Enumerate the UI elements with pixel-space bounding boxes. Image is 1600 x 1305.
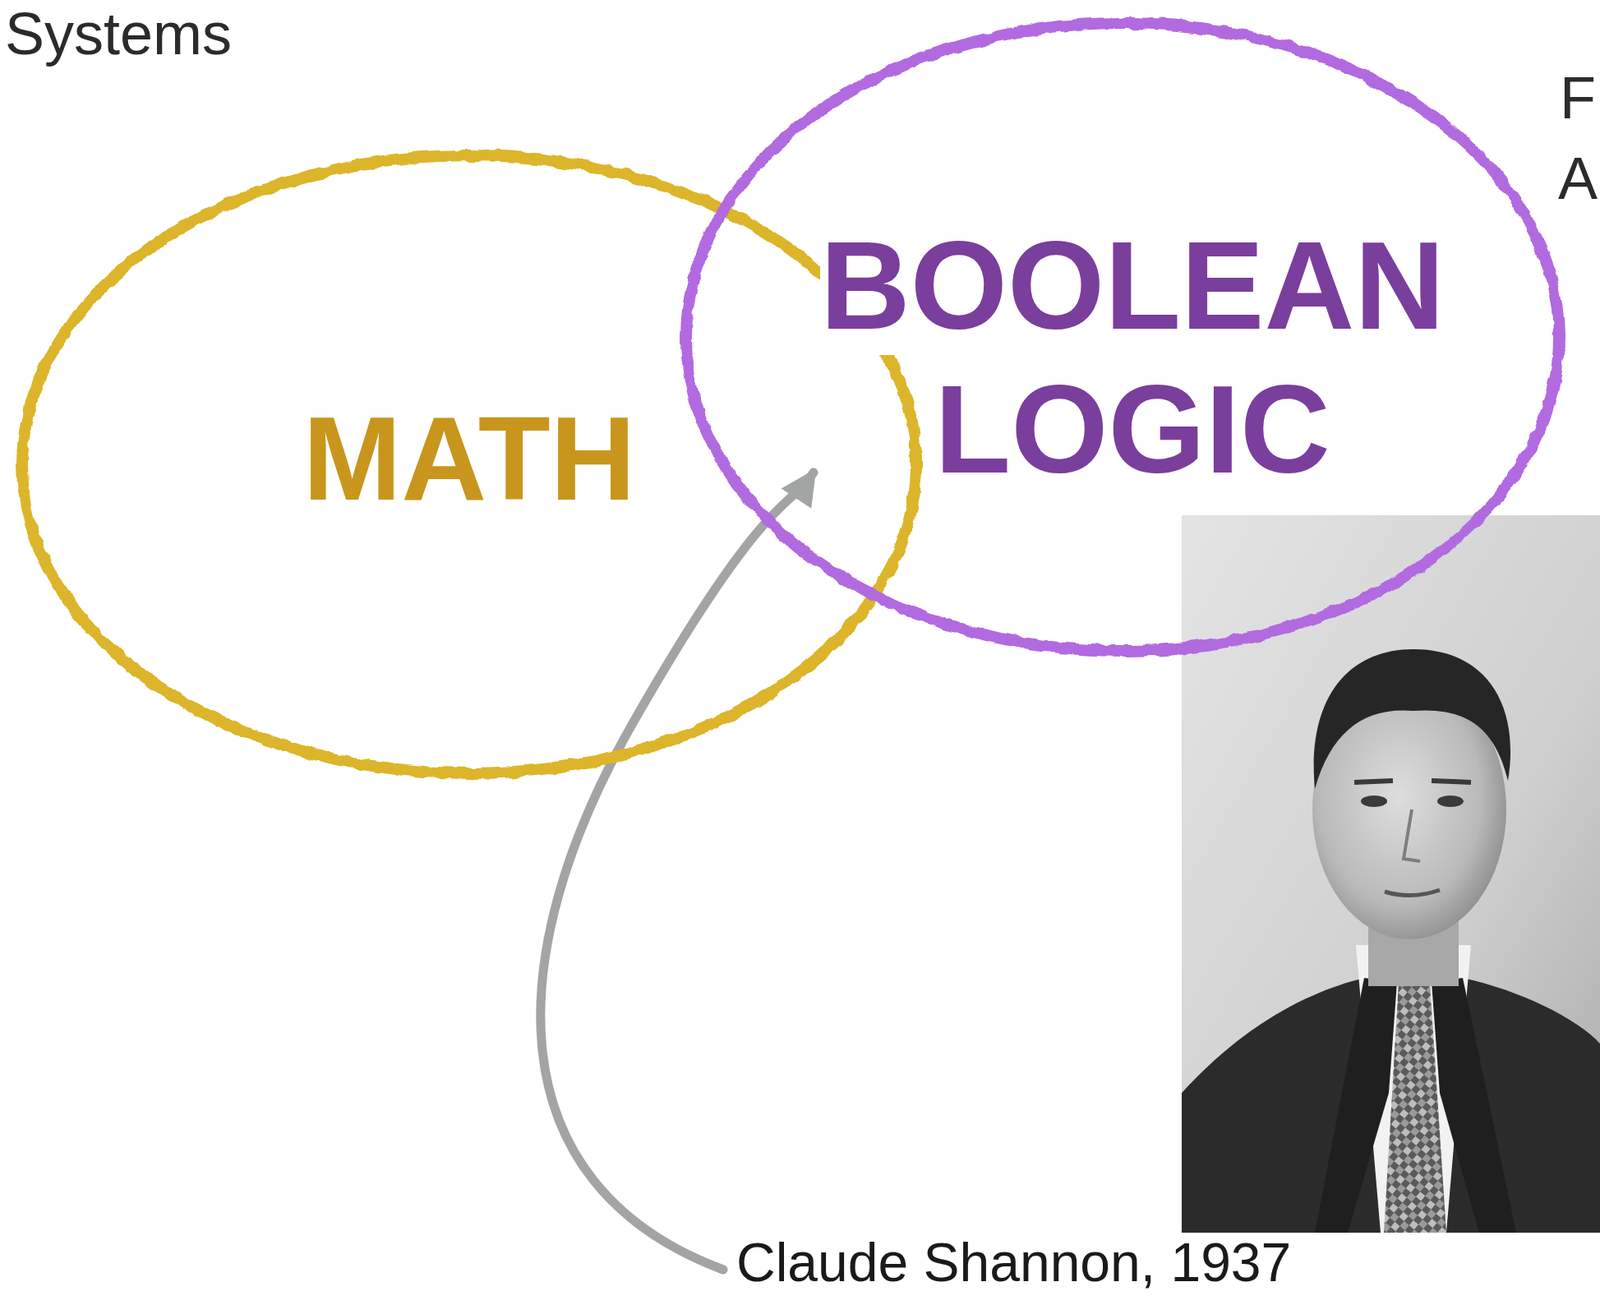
set-title: MATH bbox=[302, 392, 636, 526]
mouth bbox=[1384, 889, 1440, 896]
text-holder: BOOLEAN LOGIC bbox=[795, 213, 1470, 502]
slide-text: F bbox=[1559, 65, 1596, 131]
eyebrows bbox=[1354, 780, 1471, 783]
venn-ellipse: MATH bbox=[14, 147, 924, 781]
lapel bbox=[1431, 977, 1517, 1233]
nose bbox=[1403, 809, 1421, 862]
pointer-arrow bbox=[540, 472, 814, 1270]
text-holder: MATH bbox=[181, 391, 757, 528]
photo-caption: Claude Shannon, 1937 bbox=[736, 1232, 1292, 1293]
eye bbox=[1437, 795, 1464, 807]
eye bbox=[1360, 795, 1388, 807]
hair bbox=[1314, 649, 1511, 789]
lapel bbox=[1314, 977, 1398, 1233]
set-title: BOOLEAN LOGIC bbox=[820, 215, 1445, 499]
slide-text: A bbox=[1558, 146, 1598, 212]
photo-ground bbox=[1181, 515, 1600, 1233]
portrait-photo bbox=[1181, 515, 1600, 1233]
ellipse-stroke bbox=[22, 155, 917, 774]
ellipse-stroke bbox=[686, 23, 1559, 651]
venn-ellipse: BOOLEAN LOGIC bbox=[678, 15, 1567, 659]
slide-text: Systems bbox=[4, 1, 232, 67]
